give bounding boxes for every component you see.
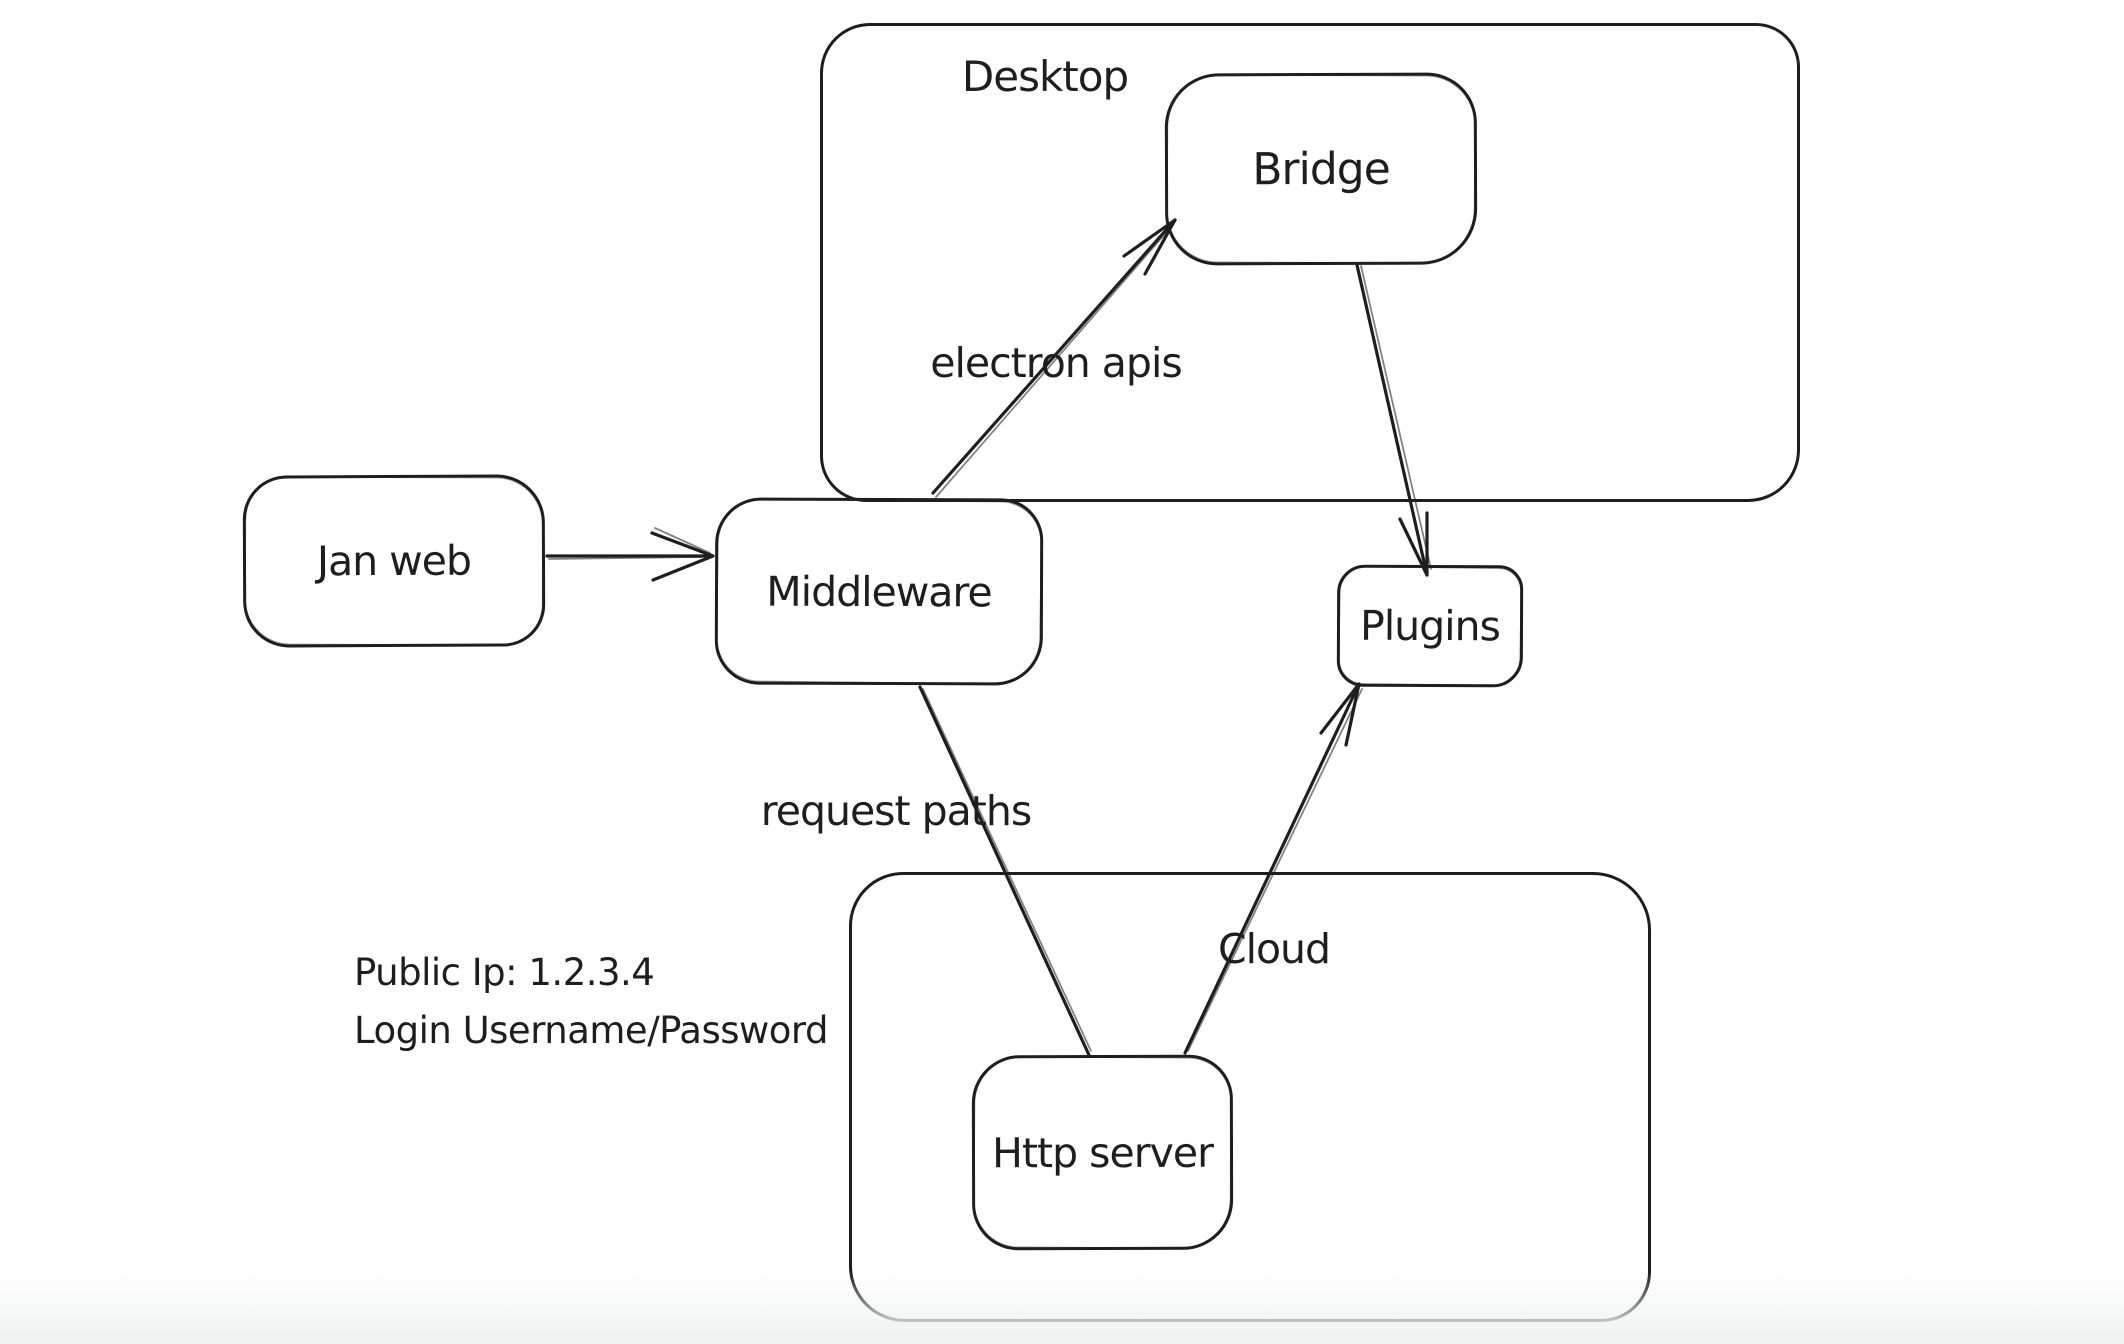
desktop-container-label[interactable]: Desktop (961, 52, 1129, 101)
cloud-container-label[interactable]: Cloud (1217, 925, 1331, 973)
edge-bridge-to-plugins[interactable] (1355, 263, 1432, 577)
credentials-note-line1: Public Ip: 1.2.3.4 (354, 951, 655, 994)
viewport-bottom-fade (0, 1272, 2124, 1344)
arrowhead-up-right-icon (1319, 682, 1361, 747)
arrowhead-right-icon (650, 531, 715, 582)
edge-middleware-to-http-server[interactable] (918, 685, 1092, 1057)
node-jan-web-label: Jan web (316, 536, 472, 586)
node-http-server-label: Http server (992, 1128, 1213, 1177)
edge-label-electron-apis[interactable]: electron apis (930, 339, 1182, 387)
edge-http-server-to-plugins[interactable] (1183, 682, 1363, 1055)
node-jan-web[interactable]: Jan web (242, 474, 546, 648)
edge-jan-web-to-middleware[interactable] (545, 527, 715, 582)
node-http-server[interactable]: Http server (971, 1054, 1234, 1251)
credentials-note[interactable]: Public Ip: 1.2.3.4 Login Username/Passwo… (354, 944, 828, 1059)
node-middleware[interactable]: Middleware (714, 497, 1044, 686)
node-middleware-label: Middleware (766, 567, 992, 616)
credentials-note-line2: Login Username/Password (354, 1008, 828, 1052)
node-plugins-label: Plugins (1359, 601, 1501, 651)
node-plugins[interactable]: Plugins (1336, 564, 1524, 688)
node-bridge[interactable]: Bridge (1164, 72, 1478, 266)
node-bridge-label: Bridge (1252, 143, 1390, 195)
edge-label-request-paths[interactable]: request paths (760, 787, 1032, 835)
